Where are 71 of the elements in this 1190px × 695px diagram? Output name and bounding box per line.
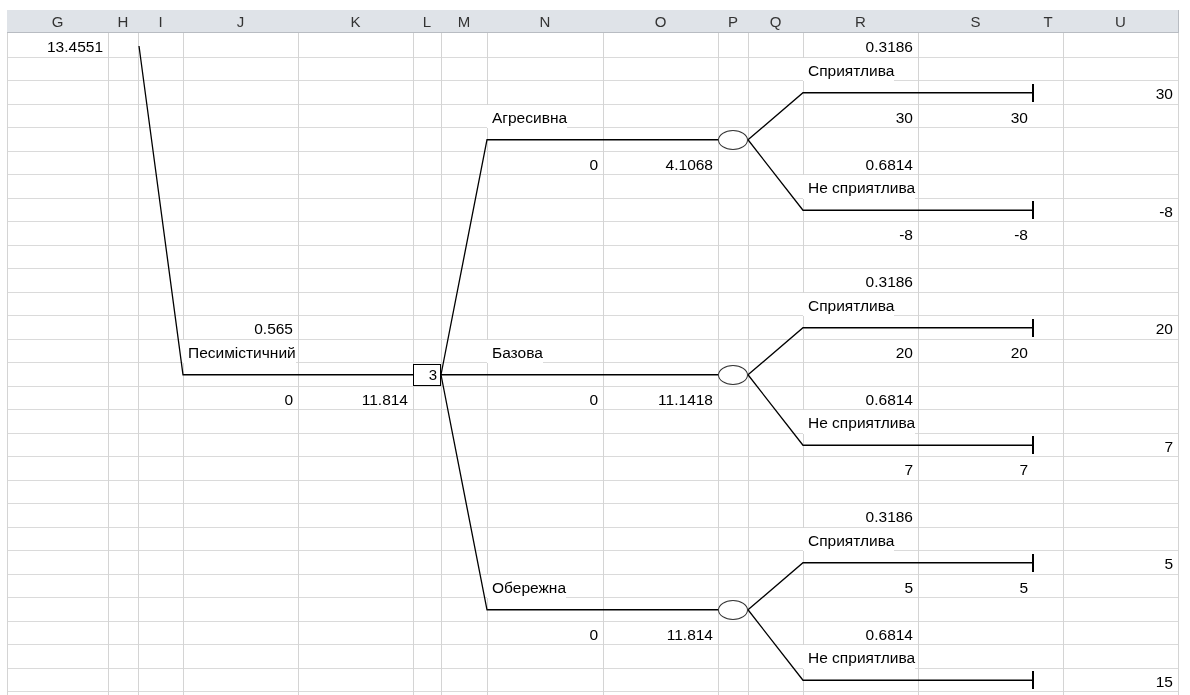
column-header: T [1033, 10, 1064, 33]
cell-value: -8 [1013, 225, 1029, 245]
tree-branch [440, 139, 719, 376]
column-header: S [918, 10, 1034, 33]
edge-label: Не сприятлива [803, 175, 916, 199]
edge-label: Не сприятлива [803, 645, 916, 669]
cell-value: 0.6814 [864, 389, 914, 410]
column-header: K [298, 10, 414, 33]
tree-branch [440, 374, 719, 376]
cell-value: 7 [903, 460, 914, 480]
cell-value: 20 [1009, 342, 1029, 363]
tree-branch [747, 609, 1033, 681]
column-header: U [1063, 10, 1179, 33]
cell-value: 30 [894, 107, 914, 128]
cell-value: 13.4551 [45, 37, 104, 57]
edge-label: Не сприятлива [803, 410, 916, 434]
column-header: P [718, 10, 749, 33]
cell-value: 0.3186 [864, 272, 914, 292]
cell-value: 20 [894, 342, 914, 363]
column-header: L [413, 10, 442, 33]
column-header: R [803, 10, 919, 33]
tree-branch [747, 92, 1033, 141]
tree-branch [747, 327, 1033, 376]
edge-label: Базова [487, 339, 543, 363]
cell-value: 30 [1009, 107, 1029, 128]
cell-value: -8 [1158, 201, 1174, 222]
cell-value: 0.3186 [864, 37, 914, 57]
tree-branch [138, 45, 414, 376]
chance-node [718, 129, 748, 150]
column-header: I [138, 10, 184, 33]
cell-value: 0.565 [253, 319, 294, 339]
edge-label: Сприятлива [803, 292, 895, 316]
tree-branch [440, 374, 719, 611]
cell-value: 11.1418 [657, 389, 714, 410]
edge-label: Агресивна [487, 104, 568, 128]
cell-value: 0 [588, 154, 599, 175]
cell-value: 0.6814 [864, 154, 914, 175]
edge-label: Песимістичний [183, 339, 296, 363]
column-header: M [441, 10, 488, 33]
column-header: Q [748, 10, 804, 33]
column-header: J [183, 10, 299, 33]
cell-value: 0 [588, 389, 599, 410]
cell-value: 7 [1163, 436, 1174, 457]
chance-node [718, 599, 748, 620]
edge-label: Обережна [487, 574, 566, 598]
edge-label: Сприятлива [803, 57, 895, 81]
tree-branch [747, 139, 1033, 211]
cell-value: 0.3186 [864, 507, 914, 527]
decision-box: 3 [413, 363, 441, 386]
edge-label: Сприятлива [803, 527, 895, 551]
column-header: N [487, 10, 604, 33]
column-header: H [108, 10, 139, 33]
cell-value: 0 [283, 389, 294, 410]
tree-branch [747, 562, 1033, 611]
cell-value: 4.1068 [664, 154, 714, 175]
cell-value: 11.814 [665, 624, 714, 645]
cell-value: 5 [903, 577, 914, 598]
column-header: G [7, 10, 109, 33]
cell-value: 20 [1154, 319, 1174, 339]
cell-value: 15 [1154, 671, 1174, 692]
cell-value: 0.6814 [864, 624, 914, 645]
cell-value: -8 [898, 225, 914, 245]
cell-value: 5 [1018, 577, 1029, 598]
cell-value: 7 [1018, 460, 1029, 480]
tree-branch [747, 374, 1033, 446]
cell-value: 0 [588, 624, 599, 645]
cell-value: 11.814 [360, 389, 409, 410]
column-header: O [603, 10, 719, 33]
cell-value: 5 [1163, 554, 1174, 574]
cell-value: 30 [1154, 84, 1174, 104]
chance-node [718, 364, 748, 385]
